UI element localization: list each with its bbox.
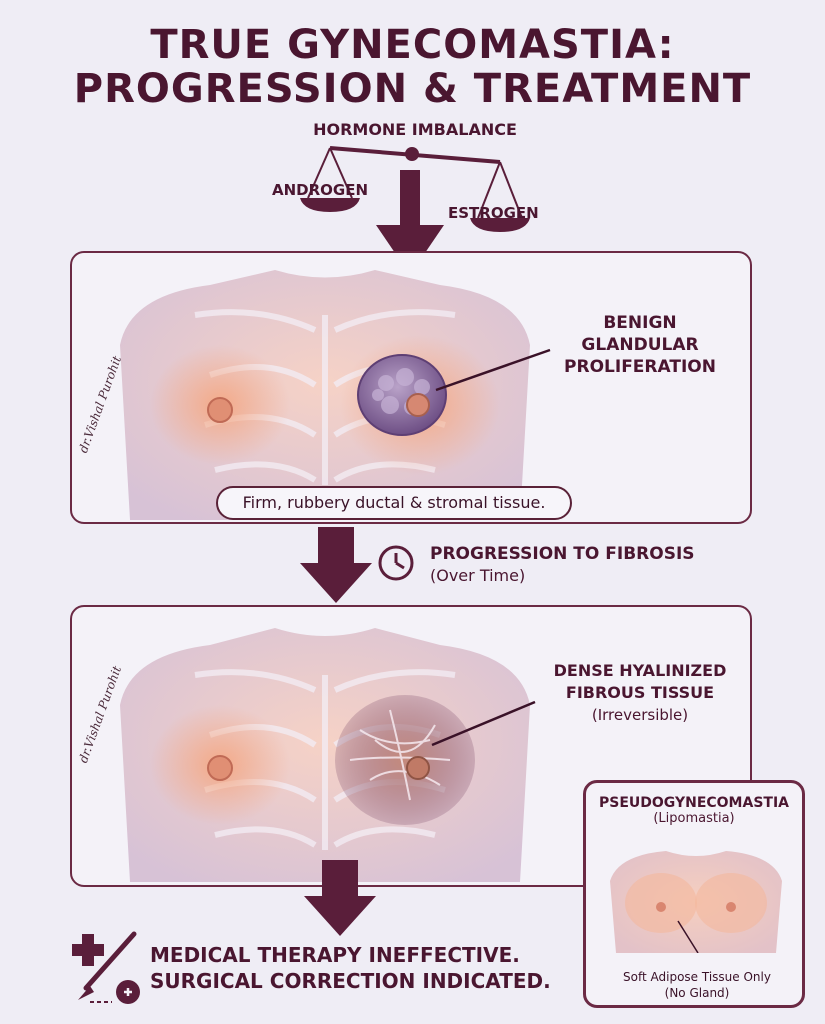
pseudogynecomastia-inset: PSEUDOGYNECOMASTIA (Lipomastia) Soft Adi… [583, 780, 805, 1008]
glandular-caption: Firm, rubbery ductal & stromal tissue. [216, 486, 572, 520]
progression-subtitle: (Over Time) [430, 566, 526, 585]
title-line-1: TRUE GYNECOMASTIA: [150, 22, 675, 68]
title-line-2: PROGRESSION & TREATMENT [73, 66, 752, 112]
glandular-label-line-1: BENIGN [603, 313, 677, 333]
glandular-label-line-3: PROLIFERATION [564, 357, 716, 377]
hormone-imbalance-label: HORMONE IMBALANCE [313, 120, 517, 139]
androgen-label: ANDROGEN [272, 181, 369, 199]
pseudo-caption: Soft Adipose Tissue Only (No Gland) [586, 969, 802, 1001]
clock-icon [378, 545, 414, 581]
conclusion-line-1: MEDICAL THERAPY INEFFECTIVE. [150, 943, 520, 967]
glandular-label: BENIGN GLANDULAR PROLIFERATION [540, 312, 740, 378]
pseudo-caption-line-1: Soft Adipose Tissue Only [623, 970, 771, 984]
glandular-label-line-2: GLANDULAR [581, 335, 699, 355]
conclusion-text: MEDICAL THERAPY INEFFECTIVE. SURGICAL CO… [150, 942, 551, 994]
estrogen-label: ESTROGEN [448, 204, 539, 222]
fibrous-label-line-1: DENSE HYALINIZED [553, 661, 727, 680]
pseudo-subtitle: (Lipomastia) [653, 811, 735, 826]
medical-cross-icon [72, 934, 104, 966]
chest-illustration-glandular [120, 270, 551, 520]
down-arrow-icon [300, 527, 372, 603]
fibrous-label-line-2: FIBROUS TISSUE [565, 683, 715, 702]
conclusion-line-2: SURGICAL CORRECTION INDICATED. [150, 969, 551, 993]
scalpel-icon [78, 931, 140, 1004]
watermark-2: dr.Vishal Purohit [70, 630, 124, 780]
fibrous-label-sub: (Irreversible) [591, 706, 689, 724]
down-arrow-icon [376, 170, 444, 275]
watermark-1: dr.Vishal Purohit [70, 330, 124, 480]
chest-illustration-adipose [610, 851, 782, 953]
down-arrow-icon [304, 860, 376, 936]
progression-title: PROGRESSION TO FIBROSIS [430, 544, 695, 564]
pseudo-caption-line-2: (No Gland) [664, 986, 730, 1000]
chest-illustration-fibrous [120, 628, 536, 882]
balance-scale-icon [300, 146, 530, 232]
pseudo-title: PSEUDOGYNECOMASTIA [598, 795, 790, 811]
fibrous-label: DENSE HYALINIZED FIBROUS TISSUE (Irrever… [530, 660, 750, 726]
